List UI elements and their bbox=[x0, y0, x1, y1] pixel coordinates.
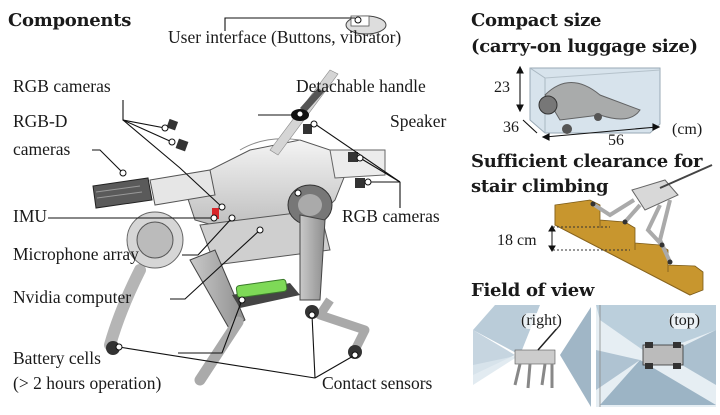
step-height-label: 18 cm bbox=[497, 232, 537, 249]
label-rgb-cameras-right: RGB cameras bbox=[342, 206, 440, 226]
rear-left-leg bbox=[104, 264, 146, 355]
rgbd-camera bbox=[92, 177, 153, 209]
dimension-unit: (cm) bbox=[672, 121, 703, 138]
fov-title: Field of view bbox=[471, 280, 595, 301]
front-left-leg bbox=[189, 249, 246, 386]
compact-title-line2: (carry-on luggage size) bbox=[471, 36, 698, 57]
label-microphone-array: Microphone array bbox=[13, 244, 139, 264]
fov-right-label: (right) bbox=[521, 312, 562, 329]
fov-top-label: (top) bbox=[669, 312, 701, 329]
label-rgbd-line1: RGB-D bbox=[13, 111, 68, 131]
stair-robot bbox=[590, 164, 713, 265]
battery-cells bbox=[232, 278, 300, 308]
components-title: Components bbox=[8, 10, 132, 31]
label-contact-sensors: Contact sensors bbox=[322, 373, 433, 393]
label-imu: IMU bbox=[13, 206, 48, 226]
label-detachable-handle: Detachable handle bbox=[296, 76, 426, 96]
stairs-title-line1: Sufficient clearance for bbox=[471, 151, 703, 172]
compact-title-line1: Compact size bbox=[471, 10, 602, 31]
leader-dots bbox=[115, 16, 372, 359]
rear-right-leg bbox=[299, 214, 326, 301]
label-battery-line1: Battery cells bbox=[13, 348, 101, 368]
label-speaker: Speaker bbox=[390, 111, 447, 131]
label-user-interface: User interface (Buttons, vibrator) bbox=[168, 27, 402, 47]
label-battery-line2: (> 2 hours operation) bbox=[13, 373, 162, 393]
rgb-camera-parts bbox=[166, 118, 365, 188]
dimension-depth: 36 bbox=[503, 119, 519, 136]
label-nvidia-computer: Nvidia computer bbox=[13, 287, 132, 307]
leader-lines bbox=[48, 17, 401, 379]
label-rgb-cameras-left: RGB cameras bbox=[13, 76, 111, 96]
imu-part bbox=[212, 208, 219, 219]
dimension-height: 23 bbox=[494, 79, 510, 96]
stairs-title-line2: stair climbing bbox=[471, 176, 609, 197]
label-rgbd-line2: cameras bbox=[13, 139, 71, 159]
dimension-width: 56 bbox=[608, 132, 624, 149]
